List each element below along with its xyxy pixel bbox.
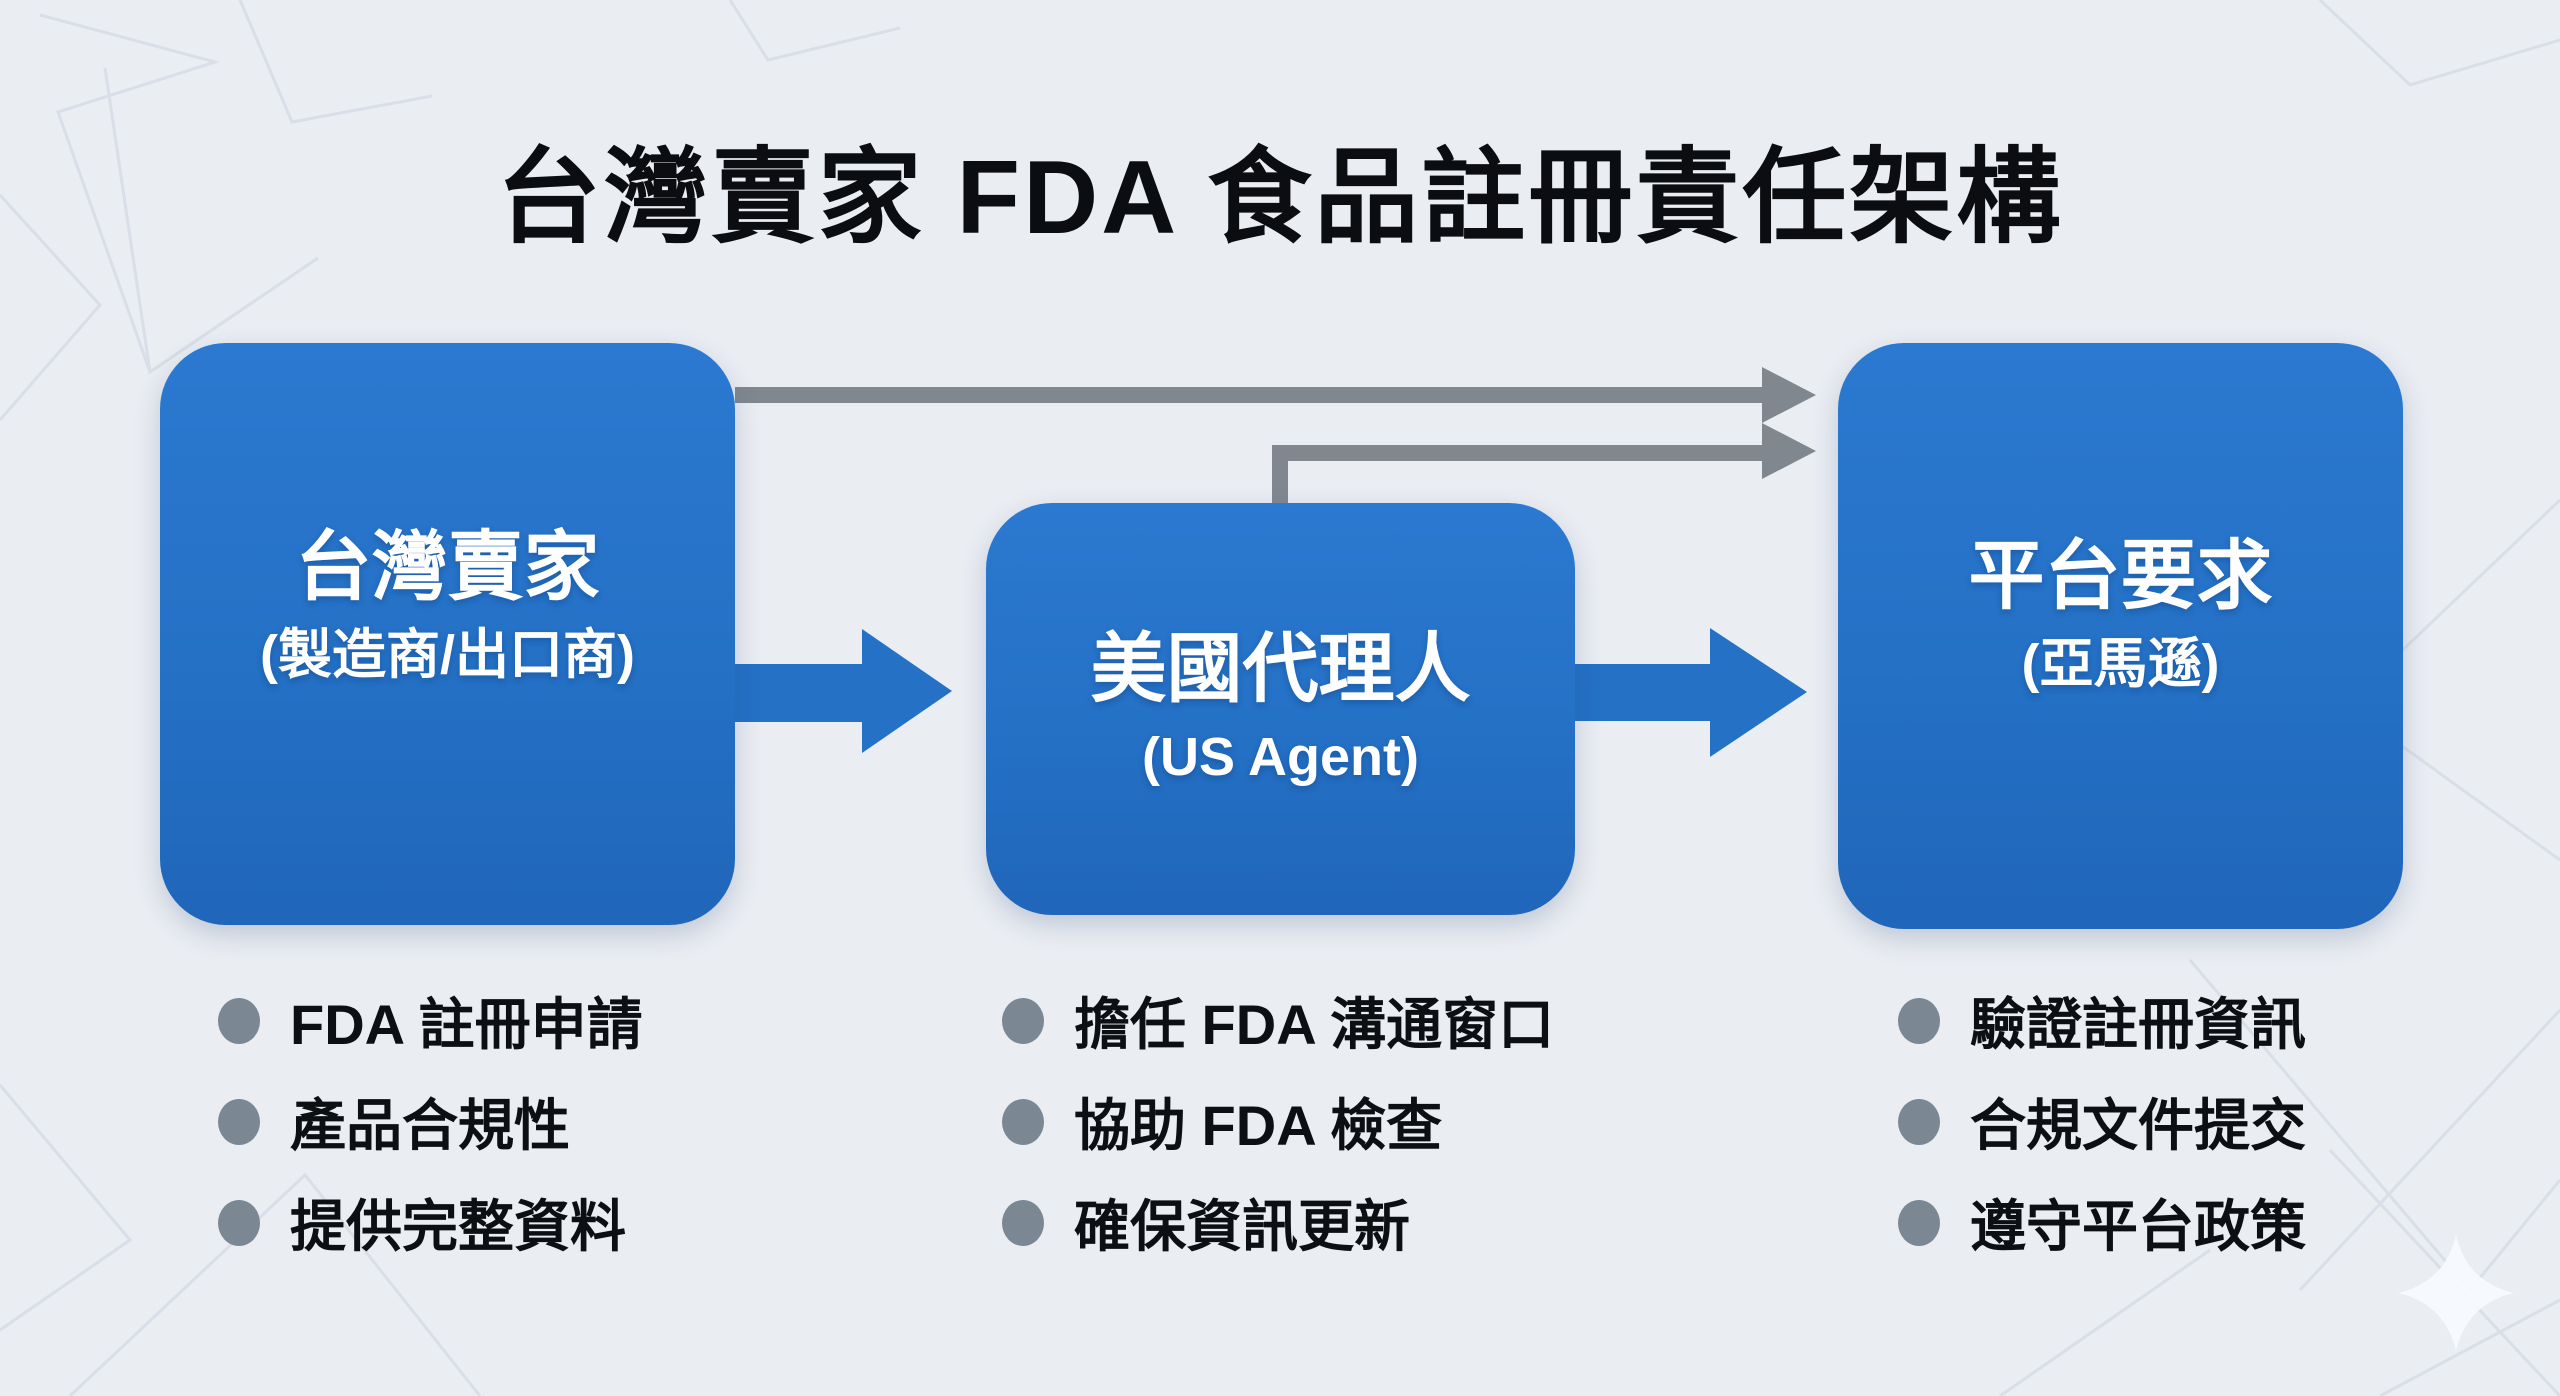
list-item: 提供完整資料 <box>218 1172 643 1273</box>
bullet-dot-icon <box>1002 997 1044 1044</box>
arrow-agent-to-platform-top <box>1272 423 1816 505</box>
arrow-seller-to-platform <box>735 367 1816 423</box>
box-platform-requirements: 平台要求 (亞馬遜) <box>1838 343 2403 929</box>
bullet-label: 驗證註冊資訊 <box>1970 993 2306 1056</box>
box-platform-subtitle: (亞馬遜) <box>2021 633 2220 694</box>
box-us-agent-subtitle: (US Agent) <box>1142 726 1419 787</box>
bullet-dot-icon <box>218 997 260 1044</box>
bullet-dot-icon <box>1002 1199 1044 1246</box>
box-platform-title: 平台要求 <box>1968 533 2273 619</box>
bullet-dot-icon <box>218 1098 260 1145</box>
bullet-label: FDA 註冊申請 <box>290 993 643 1056</box>
bullet-list-us-agent: 擔任 FDA 溝通窗口 協助 FDA 檢查 確保資訊更新 <box>1002 970 1554 1273</box>
bullet-dot-icon <box>1002 1098 1044 1145</box>
list-item: 驗證註冊資訊 <box>1898 970 2306 1071</box>
list-item: 擔任 FDA 溝通窗口 <box>1002 970 1554 1071</box>
box-taiwan-seller-title: 台灣賣家 <box>295 524 600 610</box>
list-item: FDA 註冊申請 <box>218 970 643 1071</box>
bullet-dot-icon <box>1898 997 1940 1044</box>
bullet-list-platform: 驗證註冊資訊 合規文件提交 遵守平台政策 <box>1898 970 2306 1273</box>
list-item: 協助 FDA 檢查 <box>1002 1071 1554 1172</box>
bullet-label: 產品合規性 <box>290 1094 570 1157</box>
page-title: 台灣賣家 FDA 食品註冊責任架構 <box>496 140 2064 256</box>
list-item: 遵守平台政策 <box>1898 1172 2306 1273</box>
bullet-label: 確保資訊更新 <box>1074 1195 1410 1258</box>
arrow-agent-to-platform <box>1575 628 1807 757</box>
bullet-label: 合規文件提交 <box>1970 1094 2306 1157</box>
box-us-agent-title: 美國代理人 <box>1090 626 1471 712</box>
bullet-label: 提供完整資料 <box>290 1195 626 1258</box>
box-taiwan-seller: 台灣賣家 (製造商/出口商) <box>160 343 735 925</box>
arrow-seller-to-agent <box>735 629 952 753</box>
bullet-label: 擔任 FDA 溝通窗口 <box>1074 993 1555 1056</box>
box-us-agent: 美國代理人 (US Agent) <box>986 503 1575 915</box>
list-item: 合規文件提交 <box>1898 1071 2306 1172</box>
bullet-label: 協助 FDA 檢查 <box>1074 1094 1443 1157</box>
list-item: 確保資訊更新 <box>1002 1172 1554 1273</box>
list-item: 產品合規性 <box>218 1071 643 1172</box>
bullet-list-taiwan-seller: FDA 註冊申請 產品合規性 提供完整資料 <box>218 970 643 1273</box>
bullet-dot-icon <box>1898 1098 1940 1145</box>
bullet-dot-icon <box>1898 1199 1940 1246</box>
sparkle-icon <box>2398 1235 2514 1351</box>
bullet-label: 遵守平台政策 <box>1970 1195 2306 1258</box>
box-taiwan-seller-subtitle: (製造商/出口商) <box>260 624 635 685</box>
bullet-dot-icon <box>218 1199 260 1246</box>
